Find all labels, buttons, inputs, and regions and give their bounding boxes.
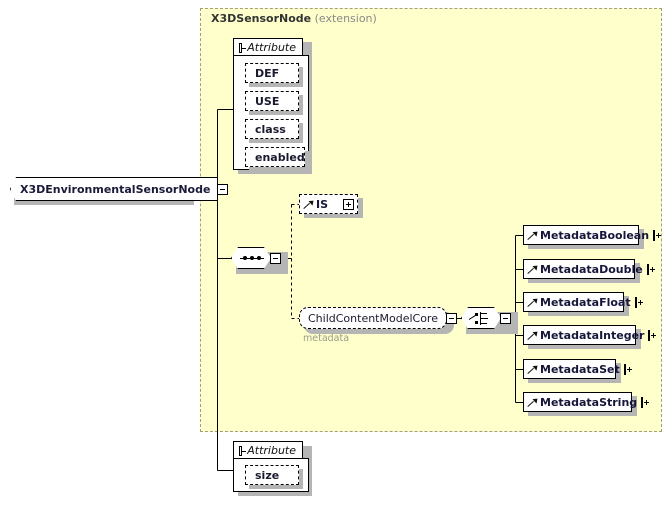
metadata-element-metadatainteger[interactable]: MetadataInteger xyxy=(523,325,657,345)
choice-icon xyxy=(461,307,501,329)
is-element-label: IS xyxy=(316,197,329,211)
metadata-expander-plus-icon[interactable] xyxy=(646,263,655,275)
attribute-item-enabled[interactable]: enabled xyxy=(245,147,305,167)
is-element[interactable]: IS xyxy=(299,194,358,214)
sequence-compositor[interactable] xyxy=(231,247,281,269)
attribute-item-size[interactable]: size xyxy=(245,465,299,485)
metadata-expander-plus-icon[interactable] xyxy=(653,229,662,241)
root-element-node[interactable]: X3DEnvironmentalSensorNode xyxy=(10,177,229,201)
attribute-item-def[interactable]: DEF xyxy=(245,63,299,83)
element-reference-arrow-icon xyxy=(528,264,536,274)
metadata-element-metadatadouble[interactable]: MetadataDouble xyxy=(523,259,655,279)
element-reference-arrow-icon xyxy=(528,397,536,407)
attribute-group-label: Attribute xyxy=(247,41,296,54)
is-expander-plus-icon[interactable] xyxy=(343,198,354,210)
metadata-expander-plus-icon[interactable] xyxy=(641,396,650,408)
content-group[interactable]: ChildContentModelCore xyxy=(299,307,457,329)
metadata-element-label: MetadataInteger xyxy=(540,328,645,342)
choice-compositor[interactable] xyxy=(461,307,511,329)
attribute-item-label: size xyxy=(255,468,280,482)
sequence-icon xyxy=(231,247,271,269)
attribute-item-label: USE xyxy=(255,94,280,108)
root-expander-minus-icon[interactable] xyxy=(217,183,229,195)
element-reference-arrow-icon xyxy=(304,199,312,209)
metadata-element-metadataboolean[interactable]: MetadataBoolean xyxy=(523,225,662,245)
attribute-item-label: DEF xyxy=(255,66,280,80)
extension-title: X3DSensorNode (extension) xyxy=(211,12,377,25)
attribute-group-label: Attribute xyxy=(247,444,296,457)
extension-base-type: X3DSensorNode xyxy=(211,12,312,25)
metadata-element-label: MetadataFloat xyxy=(540,295,631,309)
attribute-group-header-own[interactable]: Attribute xyxy=(233,441,303,459)
content-group-label: ChildContentModelCore xyxy=(299,307,447,329)
attribute-item-class[interactable]: class xyxy=(245,119,299,139)
metadata-element-label: MetadataSet xyxy=(540,362,620,376)
metadata-element-label: MetadataBoolean xyxy=(540,228,650,242)
element-reference-arrow-icon xyxy=(528,297,536,307)
metadata-element-metadataset[interactable]: MetadataSet xyxy=(523,359,632,379)
choice-expander-minus-icon[interactable] xyxy=(500,312,511,324)
metadata-element-metadatastring[interactable]: MetadataString xyxy=(523,392,650,412)
attribute-group-expander-minus-icon[interactable] xyxy=(239,42,247,53)
content-group-caption: metadata xyxy=(303,333,350,344)
attribute-group-header[interactable]: Attribute xyxy=(233,38,303,56)
content-group-expander-minus-icon[interactable] xyxy=(445,312,457,324)
element-reference-arrow-icon xyxy=(528,364,536,374)
root-element-label: X3DEnvironmentalSensorNode xyxy=(10,177,219,201)
sequence-expander-minus-icon[interactable] xyxy=(270,252,281,264)
metadata-element-label: MetadataString xyxy=(540,395,638,409)
attribute-group-expander-minus-icon[interactable] xyxy=(239,445,247,456)
attribute-item-label: enabled xyxy=(255,150,305,164)
element-reference-arrow-icon xyxy=(528,230,536,240)
metadata-expander-plus-icon[interactable] xyxy=(623,363,632,375)
metadata-element-metadatafloat[interactable]: MetadataFloat xyxy=(523,292,643,312)
attribute-item-use[interactable]: USE xyxy=(245,91,299,111)
metadata-expander-plus-icon[interactable] xyxy=(634,296,643,308)
element-reference-arrow-icon xyxy=(528,330,536,340)
metadata-element-label: MetadataDouble xyxy=(540,262,643,276)
extension-qualifier: (extension) xyxy=(314,12,377,25)
attribute-item-label: class xyxy=(255,122,286,136)
metadata-expander-plus-icon[interactable] xyxy=(648,329,657,341)
